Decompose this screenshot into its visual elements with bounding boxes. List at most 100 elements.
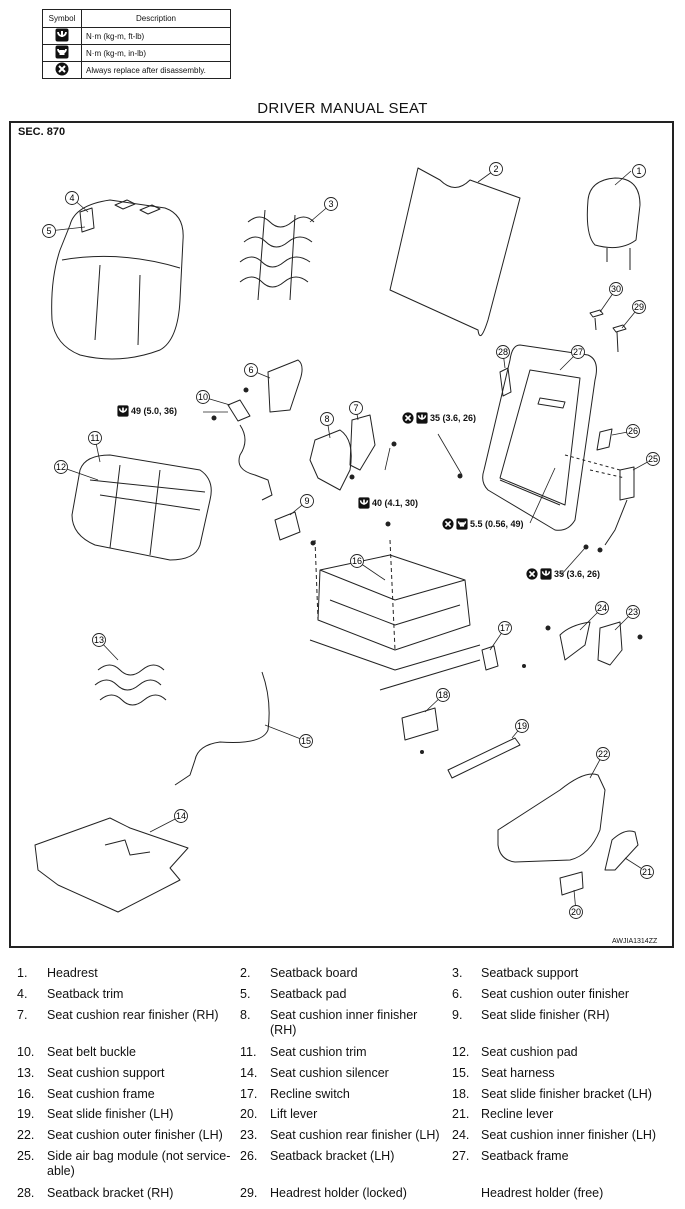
seat-slide-finisher-rh-drawing [274,511,301,541]
callout-8: 8 [320,412,334,426]
svg-text:28: 28 [498,347,508,357]
seat-slide-finisher-lh-drawing [447,737,521,779]
torque-value-2: 35 (3.6, 26) [430,413,477,423]
svg-text:21: 21 [642,867,652,877]
svg-text:30: 30 [611,284,621,294]
seat-cushion-trim-drawing [71,454,212,561]
seatback-bracket-lh-drawing [596,428,613,451]
seat-slide-finisher-bracket-drawing [401,707,439,741]
replace-x-icon [526,568,538,580]
svg-text:16: 16 [352,556,362,566]
svg-text:23: 23 [628,607,638,617]
torque-value-1: 49 (5.0, 36) [131,406,178,416]
callout-22: 22 [596,747,610,761]
seat-cushion-inner-finisher-rh-drawing [309,429,352,491]
torque-spec-1: 49 (5.0, 36) [117,405,177,417]
seatback-trim-drawing [51,199,184,360]
replace-x-icon [42,61,82,79]
svg-text:1: 1 [636,166,641,176]
torque-value-5: 35 (3.6, 26) [554,569,601,579]
callout-13: 13 [92,633,106,647]
recline-switch-drawing [481,645,499,671]
callout-24: 24 [595,601,609,615]
headrest-holder-drawing [589,309,627,353]
seat-cushion-support-drawing [94,664,167,706]
replace-x-icon [402,412,414,424]
svg-text:29: 29 [634,302,644,312]
seat-cushion-outer-finisher-drawing [267,359,303,413]
svg-text:22: 22 [598,749,608,759]
svg-text:6: 6 [248,365,253,375]
callout-26: 26 [626,424,640,438]
torque-spec-4: 5.5 (0.56, 49) [442,518,524,530]
svg-text:8: 8 [324,414,329,424]
torque-value-3: 40 (4.1, 30) [372,498,419,508]
legend-row-3-desc: Always replace after disassembly. [81,61,231,79]
svg-text:24: 24 [597,603,607,613]
callout-12: 12 [54,460,68,474]
callout-group: 1 2 3 4 5 6 7 8 9 10 11 12 13 14 15 16 1… [42,162,660,919]
svg-text:19: 19 [517,721,527,731]
lift-lever-drawing [559,871,584,896]
seat-cushion-rear-finisher-rh-drawing [349,414,376,471]
torque-spec-5: 35 (3.6, 26) [526,568,600,580]
bolt-markers [211,387,643,754]
svg-text:15: 15 [301,736,311,746]
torque-value-4: 5.5 (0.56, 49) [470,519,524,529]
torque-wrench-icon [416,412,428,424]
diagram-frame [9,121,674,948]
callout-18: 18 [436,688,450,702]
svg-text:11: 11 [90,433,99,443]
callout-29: 29 [632,300,646,314]
torque-wrench-icon [42,27,82,45]
callout-1: 1 [632,164,646,178]
replace-x-icon [442,518,454,530]
svg-text:9: 9 [304,496,309,506]
torque-wrench-small-icon [456,518,468,530]
diagram-title: DRIVER MANUAL SEAT [257,100,428,117]
svg-text:17: 17 [500,623,510,633]
svg-text:26: 26 [628,426,638,436]
svg-text:10: 10 [198,392,208,402]
callout-10: 10 [196,390,210,404]
callout-17: 17 [498,621,512,635]
svg-text:3: 3 [328,199,333,209]
symbol-legend-table: Symbol Description N·m (kg-m, ft-lb) N·m… [42,9,231,79]
callout-30: 30 [609,282,623,296]
svg-text:2: 2 [493,164,498,174]
headrest-drawing [586,177,641,270]
callout-21: 21 [640,865,654,879]
seatback-board-drawing [389,167,521,337]
svg-text:25: 25 [648,454,658,464]
callout-19: 19 [515,719,529,733]
seatback-support-drawing [239,209,315,301]
torque-spec-2: 35 (3.6, 26) [402,412,476,424]
seat-cushion-outer-finisher-lh-drawing [497,773,606,863]
recline-lever-drawing [604,830,639,871]
seatback-bracket-rh-drawing [499,367,512,397]
callout-15: 15 [299,734,313,748]
svg-text:20: 20 [571,907,581,917]
svg-text:12: 12 [56,462,66,472]
seat-cushion-inner-finisher-lh-drawing [559,621,591,661]
callout-11: 11 [88,431,102,445]
seat-cushion-silencer-drawing [34,817,189,913]
torque-spec-3: 40 (4.1, 30) [358,497,418,509]
seat-cushion-frame-drawing [309,539,481,691]
callout-14: 14 [174,809,188,823]
seat-harness-drawing [174,671,270,786]
torque-wrench-icon [540,568,552,580]
svg-text:4: 4 [69,193,74,203]
callout-20: 20 [569,905,583,919]
callout-7: 7 [349,401,363,415]
callout-5: 5 [42,224,56,238]
callout-25: 25 [646,452,660,466]
callout-3: 3 [324,197,338,211]
callout-27: 27 [571,345,585,359]
torque-wrench-icon [117,405,129,417]
seat-exploded-drawing: 1 2 3 4 5 6 7 8 9 10 11 12 13 14 15 16 1… [34,162,660,919]
svg-text:18: 18 [438,690,448,700]
callout-9: 9 [300,494,314,508]
svg-text:27: 27 [573,347,583,357]
svg-text:5: 5 [46,226,51,236]
